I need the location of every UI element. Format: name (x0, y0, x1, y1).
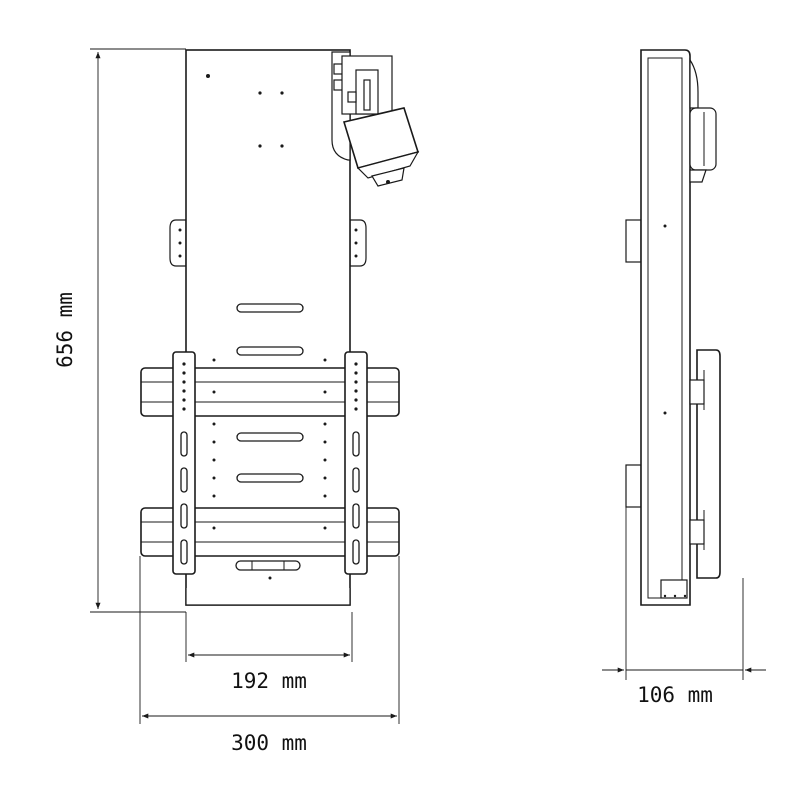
depth-label: 106 mm (637, 683, 713, 707)
side-bracket-lower (625, 464, 642, 508)
dimension-depth: 106 mm (602, 507, 766, 707)
side-column (640, 49, 691, 606)
motor-unit (331, 51, 420, 187)
lower-column-details (185, 358, 351, 606)
side-motor (689, 58, 717, 183)
side-bracket-upper (625, 219, 642, 263)
dimension-outer-width: 300 mm (139, 556, 400, 755)
inner-width-label: 192 mm (231, 669, 307, 693)
side-view (625, 49, 721, 606)
dimension-height: 656 mm (53, 48, 186, 613)
vesa-strip-right (344, 351, 368, 575)
outer-width-label: 300 mm (231, 731, 307, 755)
horizontal-rails (140, 367, 400, 557)
height-label: 656 mm (53, 292, 77, 368)
column-side-tabs (169, 219, 367, 267)
vesa-strip-left (172, 351, 196, 575)
dimension-inner-width: 192 mm (185, 612, 353, 693)
side-tv-plate (689, 349, 721, 579)
front-view (140, 49, 420, 606)
